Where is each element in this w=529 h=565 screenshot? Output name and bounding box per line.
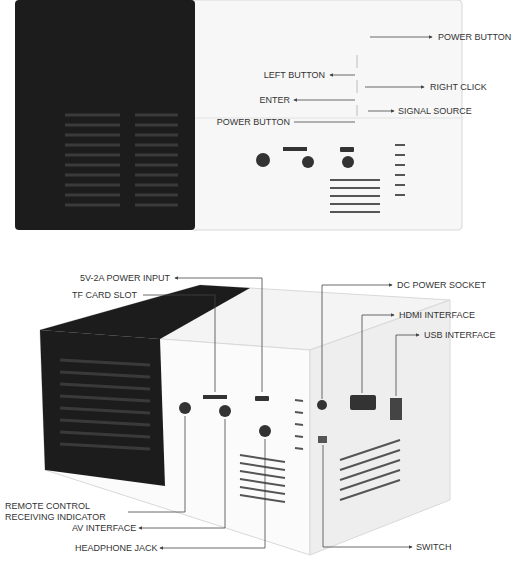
- part-label: AV INTERFACE: [72, 523, 142, 534]
- part-label: POWER BUTTON: [438, 32, 523, 43]
- part-label: LEFT BUTTON: [225, 70, 325, 81]
- part-label: HDMI INTERFACE: [399, 310, 509, 321]
- part-label: TF CARD SLOT: [72, 290, 142, 301]
- leader-lines: [128, 37, 432, 548]
- part-label: SWITCH: [416, 542, 496, 553]
- part-label: HEADPHONE JACK: [75, 543, 160, 554]
- part-label: SIGNAL SOURCE: [398, 106, 518, 117]
- part-label: REMOTE CONTROL RECEIVING INDICATOR: [5, 501, 130, 523]
- part-label: DC POWER SOCKET: [397, 280, 517, 291]
- part-label: 5V-2A POWER INPUT: [80, 273, 175, 284]
- part-label: USB INTERFACE: [424, 330, 524, 341]
- part-label: ENTER: [230, 95, 290, 106]
- part-label: RIGHT CLICK: [430, 82, 520, 93]
- part-label: POWER BUTTON: [190, 117, 290, 128]
- projector-top-view: [15, 0, 462, 230]
